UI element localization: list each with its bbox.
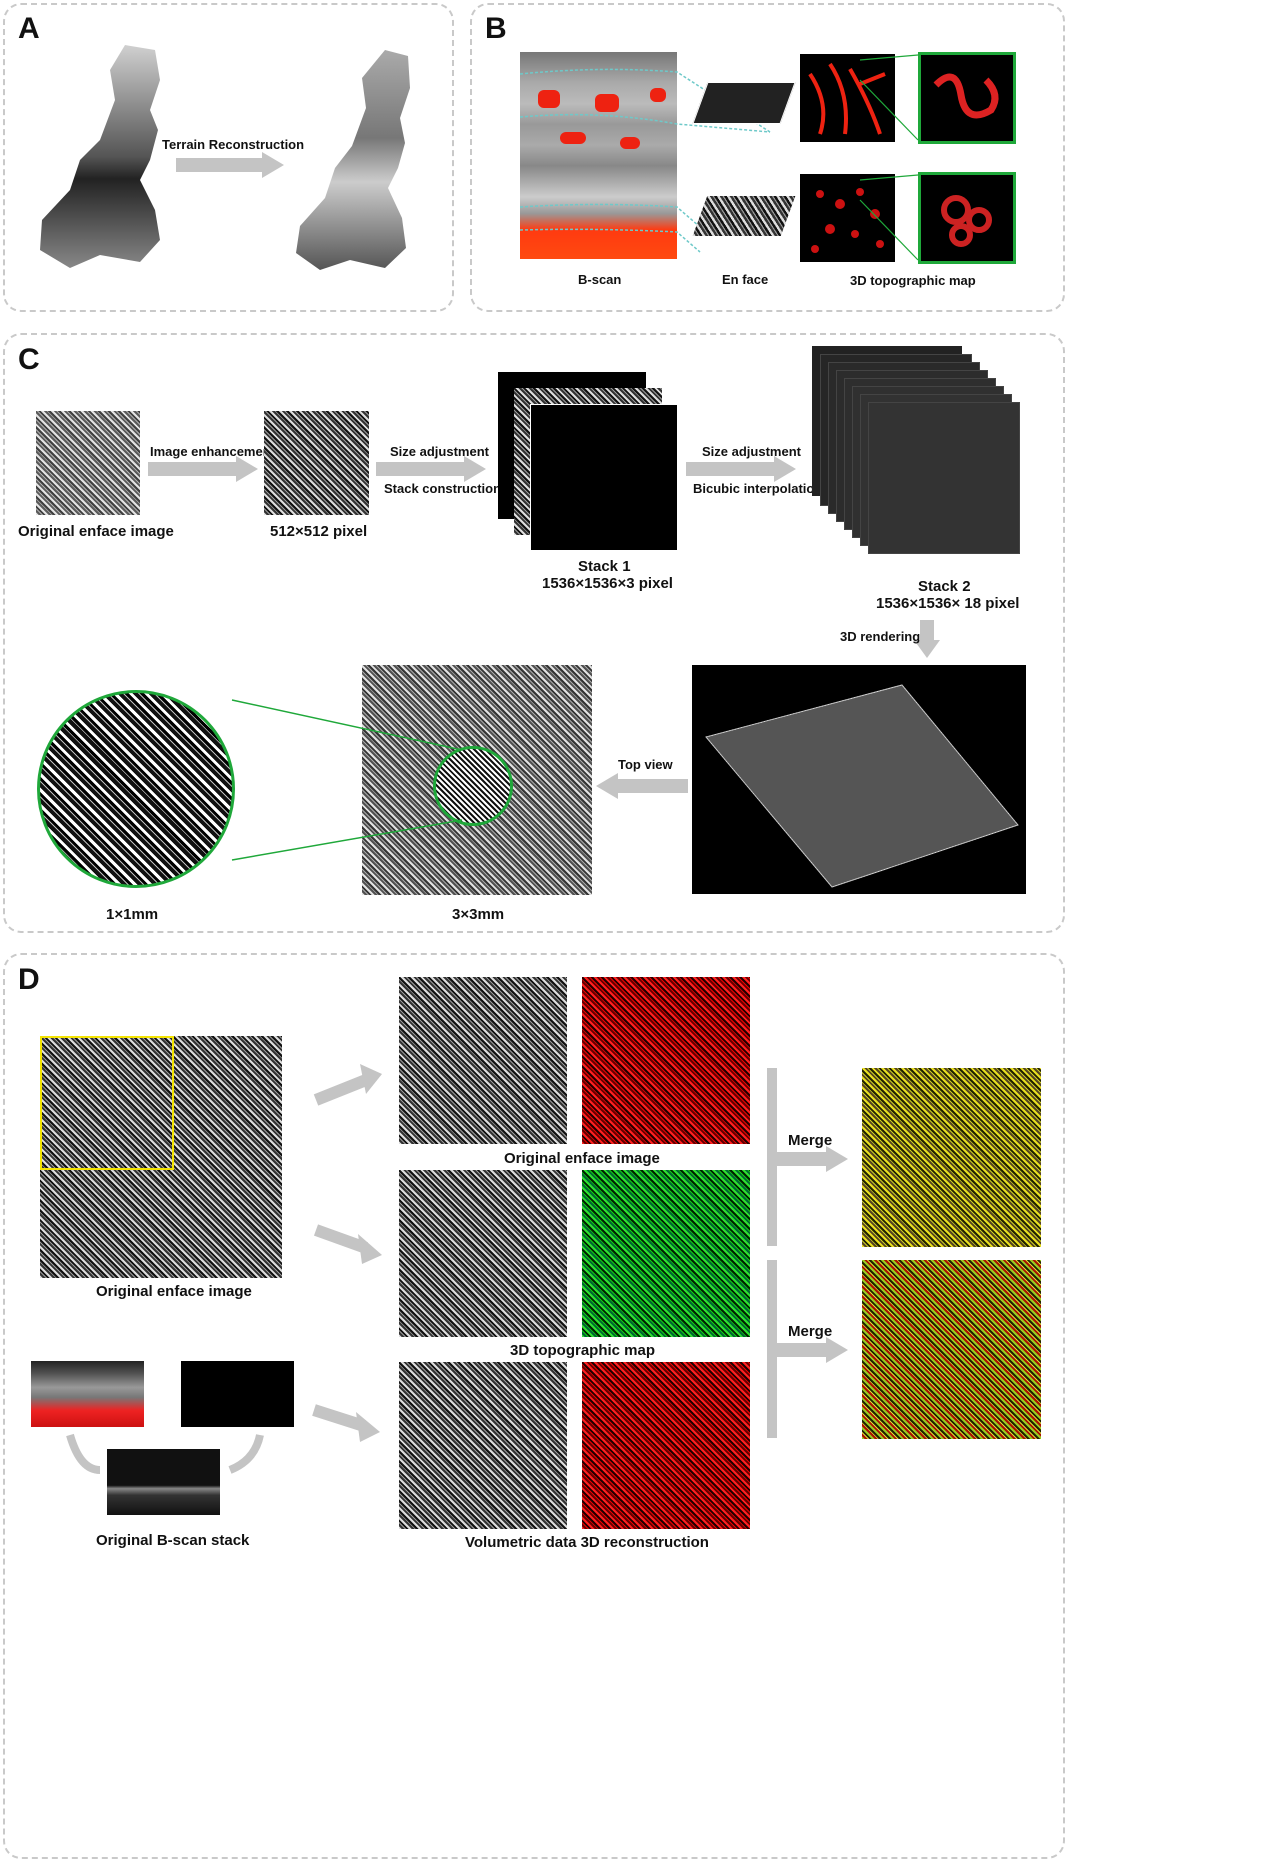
terrain-arrow: [176, 158, 264, 172]
d-merge1-label: Merge: [788, 1132, 833, 1149]
original-enface-thumb: [36, 411, 140, 515]
panel-d-letter: D: [18, 963, 40, 996]
d-row1-red: [582, 977, 750, 1144]
terrain-arrow-head: [262, 152, 284, 178]
arrow-enhance-head: [236, 456, 258, 482]
topo-zoom-superficial: [918, 52, 1016, 144]
d-bscan-cycle-arrows: [66, 1433, 264, 1474]
topo-map-deep: [800, 174, 895, 262]
d-row2-gray: [399, 1170, 567, 1337]
panel-d: [3, 953, 1065, 1859]
d-yellow-roi-box: [40, 1036, 174, 1170]
original-enface-label: Original enface image: [18, 523, 174, 540]
terrain-original-map: [40, 45, 160, 268]
stack2-title: Stack 2: [918, 578, 971, 595]
panel-c: [3, 333, 1065, 933]
panel-b-letter: B: [485, 12, 507, 45]
arrow-bicubic: [686, 462, 776, 476]
arrow-topview-head: [596, 773, 618, 799]
d-bscan-stack-3: [106, 1448, 221, 1516]
d-row1-gray: [399, 977, 567, 1144]
topo-map-label: 3D topographic map: [850, 273, 976, 288]
panel-b: [470, 3, 1065, 312]
d-row1-label: Original enface image: [504, 1150, 660, 1167]
rendered-3d-view: [692, 665, 1026, 894]
stack2-size: 1536×1536× 18 pixel: [876, 595, 1020, 612]
d-row2-green: [582, 1170, 750, 1337]
stack1-size: 1536×1536×3 pixel: [542, 575, 673, 592]
d-merge1-bracket: [767, 1068, 777, 1246]
zoom-connector-lines: [231, 699, 463, 861]
arrow-enhance: [148, 462, 238, 476]
panel-b-zoom-lines: [859, 54, 919, 261]
topview-roi-circle: [433, 746, 513, 826]
panel-a-letter: A: [18, 12, 40, 45]
zoom-1x1-circle: [37, 690, 235, 888]
arrow-bicubic-head: [774, 456, 796, 482]
d-row3-gray: [399, 1362, 567, 1529]
panel-a: [3, 3, 454, 312]
topo-zoom-deep: [918, 172, 1016, 264]
topo-map-superficial: [800, 54, 895, 142]
step-stack-label: Stack construction: [384, 481, 502, 496]
arrow-render-head: [914, 640, 940, 658]
step-topview-label: Top view: [618, 757, 673, 772]
step-size-label: Size adjustment: [390, 444, 489, 459]
d-merge2-arrow: [777, 1343, 827, 1357]
enhanced-res-label: 512×512 pixel: [270, 523, 368, 540]
stack1-title: Stack 1: [578, 558, 631, 575]
arrow-topview: [616, 779, 688, 793]
d-bscan-stack-1: [30, 1360, 145, 1428]
enface-superficial: [692, 82, 796, 124]
step-enhance-label: Image enhancement: [150, 444, 275, 459]
arrow-render: [920, 620, 934, 642]
step-render-label: 3D rendering: [840, 629, 921, 644]
d-bscan-stack-2: [180, 1360, 295, 1428]
enface-deep: [692, 196, 796, 236]
d-row3-red: [582, 1362, 750, 1529]
d-merge1-result: [862, 1068, 1041, 1247]
enhanced-enface-thumb: [264, 411, 369, 515]
terrain-arrow-label: Terrain Reconstruction: [162, 137, 305, 152]
stack2-cube: [812, 346, 1028, 576]
d-row3-label: Volumetric data 3D reconstruction: [465, 1534, 709, 1551]
arrow-stack: [376, 462, 466, 476]
d-row2-label: 3D topographic map: [510, 1342, 656, 1359]
stack1-layer-3: [530, 404, 678, 551]
d-merge2-arrow-head: [826, 1337, 848, 1363]
bscan-image: [520, 52, 677, 259]
step-bicubic-label: Bicubic interpolation: [693, 481, 823, 496]
d-original-enface-label: Original enface image: [96, 1283, 252, 1300]
step-size2-label: Size adjustment: [702, 444, 801, 459]
d-original-enface: [40, 1036, 282, 1278]
d-input-arrows: [312, 1064, 382, 1442]
d-merge1-arrow-head: [826, 1146, 848, 1172]
panel-c-letter: C: [18, 343, 40, 376]
d-original-bscan-label: Original B-scan stack: [96, 1532, 250, 1549]
enface-label: En face: [722, 272, 769, 287]
d-merge2-result: [862, 1260, 1041, 1439]
d-merge2-label: Merge: [788, 1323, 833, 1340]
d-merge2-bracket: [767, 1260, 777, 1438]
d-merge1-arrow: [777, 1152, 827, 1166]
bscan-label: B-scan: [578, 272, 622, 287]
scale-3x3-label: 3×3mm: [452, 906, 505, 923]
bscan-layer-lines: [520, 68, 771, 253]
scale-1x1-label: 1×1mm: [106, 906, 159, 923]
arrow-stack-head: [464, 456, 486, 482]
terrain-reconstructed-map: [296, 50, 410, 270]
